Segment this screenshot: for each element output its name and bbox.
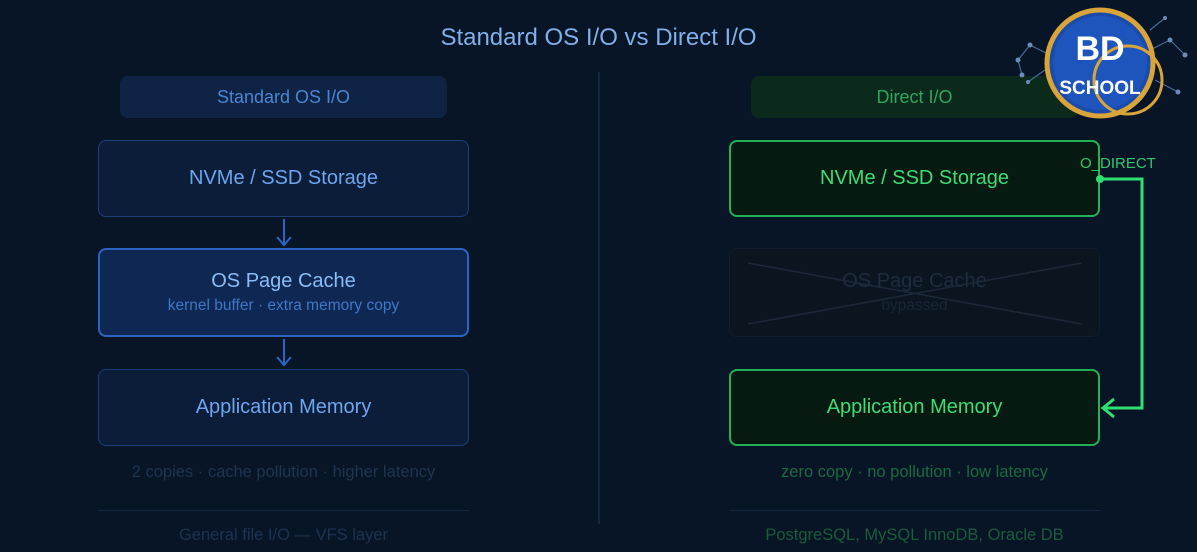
left-footer: General file I/O — VFS layer: [178, 526, 389, 544]
right-footer-divider: [729, 510, 1100, 511]
o-direct-path-arrow: [1096, 175, 1144, 419]
left-arrow-storage-to-cache: [276, 219, 292, 247]
bd-school-logo: BD SCHOOL: [1015, 7, 1188, 119]
left-app-memory-label: Application Memory: [195, 396, 372, 418]
right-column-header: Direct I/O: [751, 76, 1078, 118]
right-page-cache-subtitle: bypassed: [881, 297, 948, 314]
left-page-cache-subtitle: kernel buffer · extra memory copy: [167, 297, 400, 314]
left-arrow-cache-to-app: [276, 339, 292, 367]
left-caption: 2 copies · cache pollution · higher late…: [131, 463, 436, 481]
left-page-cache-box: OS Page Cache kernel buffer · extra memo…: [98, 248, 469, 337]
left-storage-box: NVMe / SSD Storage: [98, 140, 469, 217]
right-storage-box: NVMe / SSD Storage: [729, 140, 1100, 217]
logo-text-school: SCHOOL: [1059, 78, 1141, 99]
right-app-memory-box: Application Memory: [729, 369, 1100, 446]
center-divider: [598, 72, 600, 524]
diagram-title: Standard OS I/O vs Direct I/O: [440, 24, 757, 51]
left-app-memory-box: Application Memory: [98, 369, 469, 446]
left-storage-label: NVMe / SSD Storage: [189, 167, 378, 189]
left-page-cache-title: OS Page Cache: [211, 270, 356, 292]
right-footer: PostgreSQL, MySQL InnoDB, Oracle DB: [765, 526, 1064, 544]
right-app-memory-label: Application Memory: [826, 396, 1003, 418]
right-caption: zero copy · no pollution · low latency: [781, 463, 1048, 481]
o-direct-label: O_DIRECT: [1080, 155, 1156, 172]
right-storage-label: NVMe / SSD Storage: [820, 167, 1009, 189]
left-column-header: Standard OS I/O: [120, 76, 447, 118]
right-page-cache-box-bypassed: OS Page Cache bypassed: [729, 248, 1100, 337]
bypass-cross-lines: [747, 262, 1083, 325]
logo-text-bd: BD: [1075, 30, 1124, 68]
left-footer-divider: [98, 510, 469, 511]
